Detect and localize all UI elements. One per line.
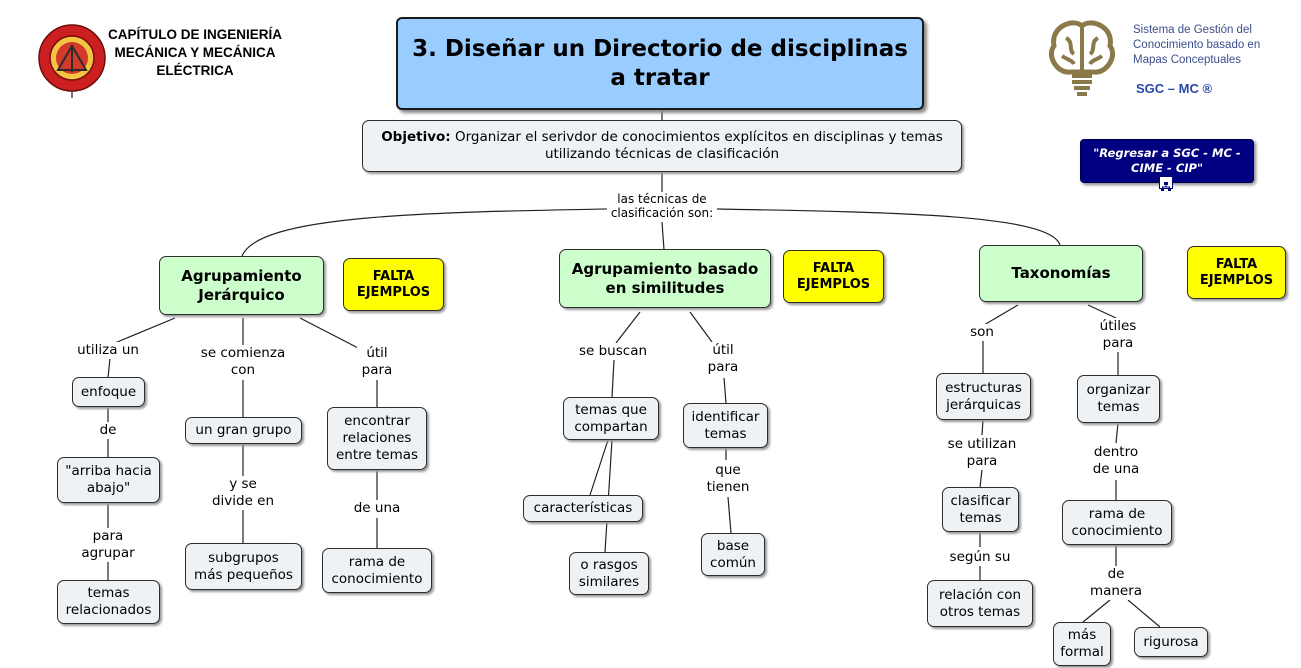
link-util-para-jerarquico: útil para bbox=[357, 345, 397, 379]
link-de-una-jerarquico: de una bbox=[353, 500, 401, 517]
link-se-buscan: se buscan bbox=[578, 343, 648, 360]
link-son: son bbox=[970, 324, 994, 341]
root-link-phrase: las técnicas de clasificación son: bbox=[607, 192, 717, 220]
concept-enfoque[interactable]: enfoque bbox=[72, 377, 145, 407]
concept-arriba-hacia-abajo[interactable]: "arriba hacia abajo" bbox=[57, 457, 160, 503]
link-se-utilizan-para: se utilizan para bbox=[942, 436, 1022, 470]
link-de: de bbox=[99, 422, 117, 439]
concept-taxonomias[interactable]: Taxonomías bbox=[979, 245, 1143, 302]
chapter-logo bbox=[38, 24, 106, 98]
concept-rama-de-conocimiento-taxonomias[interactable]: rama de conocimiento bbox=[1062, 500, 1172, 545]
link-util-para-similitudes: útil para bbox=[703, 342, 743, 376]
link-utiliza-un: utiliza un bbox=[77, 342, 139, 359]
concept-base-comun[interactable]: base común bbox=[701, 533, 765, 576]
link-y-se-divide-en: y se divide en bbox=[208, 476, 278, 510]
system-name: Sistema de Gestión del Conocimiento basa… bbox=[1133, 24, 1261, 66]
concept-temas-relacionados[interactable]: temas relacionados bbox=[57, 580, 160, 624]
falta-ejemplos-taxonomias[interactable]: FALTA EJEMPLOS bbox=[1187, 246, 1286, 299]
concept-estructuras-jerarquicas[interactable]: estructuras jerárquicas bbox=[936, 373, 1031, 420]
link-utiles-para: útiles para bbox=[1095, 318, 1141, 352]
link-de-manera: de manera bbox=[1086, 566, 1146, 600]
concept-map-icon[interactable] bbox=[1159, 176, 1173, 191]
link-se-comienza-con: se comienza con bbox=[193, 345, 293, 379]
objective-box: Objetivo: Organizar el serivdor de conoc… bbox=[362, 120, 962, 172]
concept-agrupamiento-jerarquico[interactable]: Agrupamiento Jerárquico bbox=[159, 256, 324, 315]
concept-subgrupos[interactable]: subgrupos más pequeños bbox=[185, 543, 302, 590]
link-para-agrupar: para agrupar bbox=[75, 528, 141, 562]
concept-encontrar-relaciones[interactable]: encontrar relaciones entre temas bbox=[327, 407, 427, 470]
concept-temas-que-compartan[interactable]: temas que compartan bbox=[563, 397, 659, 440]
concept-caracteristicas[interactable]: características bbox=[523, 495, 643, 522]
concept-identificar-temas[interactable]: identificar temas bbox=[683, 403, 768, 448]
brain-bulb-logo bbox=[1048, 20, 1116, 96]
concept-mas-formal[interactable]: más formal bbox=[1053, 622, 1111, 666]
system-brand: SGC – MC ® bbox=[1136, 81, 1213, 96]
concept-relacion-con-otros-temas[interactable]: relación con otros temas bbox=[927, 580, 1033, 627]
concept-organizar-temas[interactable]: organizar temas bbox=[1077, 375, 1160, 423]
link-que-tienen: que tienen bbox=[698, 462, 758, 496]
falta-ejemplos-jerarquico[interactable]: FALTA EJEMPLOS bbox=[343, 258, 444, 311]
link-segun-su: según su bbox=[949, 549, 1011, 566]
return-button[interactable]: "Regresar a SGC - MC - CIME - CIP" bbox=[1080, 139, 1254, 183]
concept-rigurosa[interactable]: rigurosa bbox=[1134, 627, 1208, 657]
link-dentro-de-una: dentro de una bbox=[1086, 444, 1146, 478]
concept-un-gran-grupo[interactable]: un gran grupo bbox=[185, 417, 302, 444]
concept-rasgos-similares[interactable]: o rasgos similares bbox=[569, 552, 649, 595]
concept-rama-de-conocimiento-jerarquico[interactable]: rama de conocimiento bbox=[322, 548, 432, 593]
concept-agrupamiento-similitudes[interactable]: Agrupamiento basado en similitudes bbox=[559, 249, 771, 308]
objective-text: Organizar el serivdor de conocimientos e… bbox=[454, 129, 943, 162]
map-title: 3. Diseñar un Directorio de disciplinas … bbox=[396, 17, 924, 110]
falta-ejemplos-similitudes[interactable]: FALTA EJEMPLOS bbox=[783, 250, 884, 303]
objective-label: Objetivo: bbox=[381, 129, 451, 145]
chapter-name: CAPÍTULO DE INGENIERÍA MECÁNICA Y MECÁNI… bbox=[107, 27, 282, 78]
concept-clasificar-temas[interactable]: clasificar temas bbox=[942, 487, 1019, 532]
